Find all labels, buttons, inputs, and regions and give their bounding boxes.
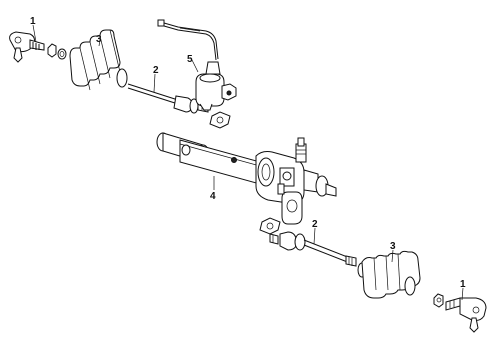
- callout-1-top: 1: [30, 16, 36, 27]
- callout-4: 4: [210, 191, 216, 202]
- callout-3-bottom: 3: [390, 241, 396, 252]
- jam-nut-upper: [47, 43, 67, 60]
- leader-line: [461, 287, 464, 301]
- inner-tie-rod-lower: [269, 231, 357, 267]
- leader-line: [98, 39, 101, 47]
- leader-line: [313, 227, 316, 245]
- rack-boot-upper: [69, 29, 128, 91]
- leader-line: [32, 24, 37, 43]
- rack-boot-lower: [357, 250, 421, 299]
- jam-nut-lower: [433, 293, 444, 308]
- callout-2-top: 2: [153, 65, 159, 76]
- lock-washer-lower: [259, 217, 281, 235]
- rack-and-pinion-housing: [156, 132, 337, 225]
- leader-line: [153, 73, 156, 93]
- callout-5: 5: [187, 54, 193, 65]
- callout-2-bottom: 2: [312, 219, 318, 230]
- callout-1-bottom: 1: [460, 279, 466, 290]
- sensor-with-harness: [157, 19, 237, 111]
- tie-rod-end-upper: [9, 31, 45, 63]
- lock-washer-upper: [209, 111, 231, 129]
- tie-rod-end-lower: [445, 297, 487, 333]
- leader-line: [391, 249, 394, 263]
- callout-3-top: 3: [96, 34, 102, 45]
- leader-line: [191, 59, 199, 73]
